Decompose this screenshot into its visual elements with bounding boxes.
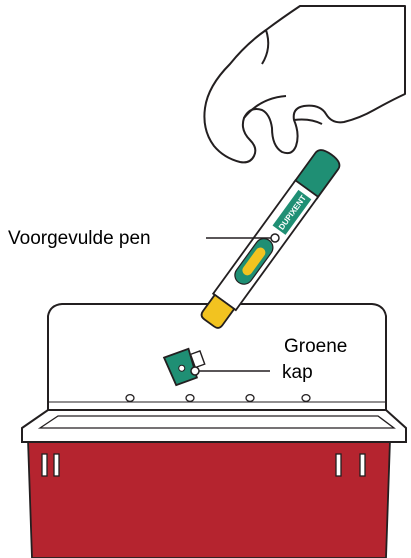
hand-illustration xyxy=(204,6,405,162)
sharps-container xyxy=(22,304,406,558)
label-green-cap-line1: Groene xyxy=(284,336,347,357)
label-prefilled-pen: Voorgevulde pen xyxy=(8,228,151,249)
label-green-cap-line2: kap xyxy=(282,362,313,383)
